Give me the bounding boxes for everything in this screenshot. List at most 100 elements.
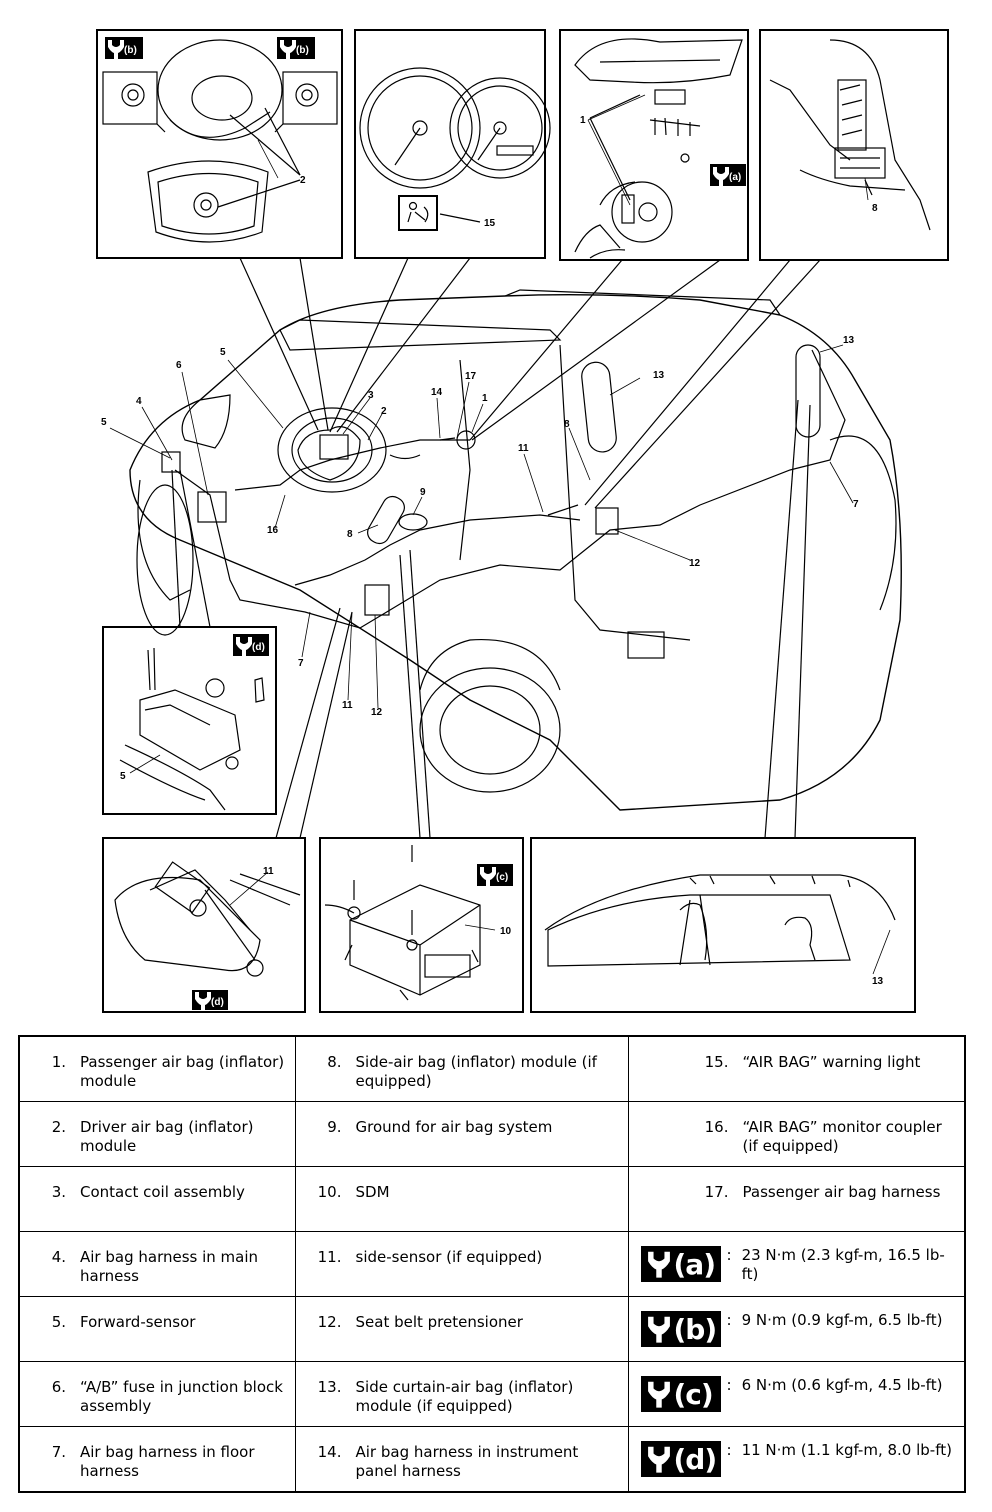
wrench-icon [647, 1381, 670, 1408]
legend-item-label: Passenger air bag harness [742, 1183, 941, 1201]
legend-item: 1.Passenger air bag (inflator) module [18, 1035, 296, 1102]
torque-value: 9 N·m (0.9 kgf-m, 6.5 lb-ft) [741, 1311, 943, 1329]
parts-legend-table: 1.Passenger air bag (inflator) module 8. S… [18, 1035, 966, 1493]
legend-item-label: Driver air bag (inflator) module [80, 1118, 254, 1155]
legend-item-label: Side-air bag (inflator) module (if equip… [355, 1053, 597, 1090]
legend-item: 11.side-sensor (if equipped) [294, 1231, 629, 1297]
callout-8-inset: 8 [872, 203, 878, 214]
torque-wrench-badge: (d) [640, 1441, 721, 1477]
torque-badge-b-right: (b) [277, 37, 315, 59]
torque-tag-label: (d) [673, 1442, 718, 1476]
side-curtain-airbag-right [795, 344, 821, 438]
callout-11-lower: 11 [342, 700, 353, 711]
callout-12: 12 [689, 558, 701, 569]
curtain-airbag-inset [530, 837, 916, 1013]
callout-12-lower: 12 [371, 707, 383, 718]
legend-item: 4.Air bag harness in main harness [18, 1231, 296, 1297]
callout-17: 17 [465, 371, 477, 382]
legend-item: 17. Passenger air bag harness [627, 1166, 966, 1232]
floor-harness [174, 349, 846, 629]
legend-item: 16. “AIR BAG” monitor coupler (if equippe… [627, 1101, 966, 1167]
side-curtain-airbag-left [581, 361, 617, 453]
legend-item-number: 9. [327, 1118, 342, 1136]
instrument-cluster-inset [354, 29, 546, 259]
callout-8: 8 [564, 419, 570, 430]
legend-item-number: 6. [51, 1378, 66, 1396]
torque-spec-cell: (d):11 N·m (1.1 kgf-m, 8.0 lb-ft) [627, 1426, 966, 1493]
callout-7: 7 [298, 658, 304, 669]
torque-badge-c: (c) [477, 864, 513, 886]
callout-9: 9 [420, 487, 426, 498]
callout-6: 6 [176, 360, 182, 371]
legend-item-number: 5. [51, 1313, 66, 1331]
legend-item: 12.Seat belt pretensioner [294, 1296, 629, 1362]
torque-spec-cell: (b):9 N·m (0.9 kgf-m, 6.5 lb-ft) [627, 1296, 966, 1362]
legend-item-label: “AIR BAG” monitor coupler (if equipped) [742, 1118, 942, 1155]
forward-sensor-inset [102, 626, 277, 815]
svg-text:(b): (b) [296, 45, 309, 56]
legend-item-number: 7. [51, 1443, 66, 1461]
side-sensor-detail-inset [102, 837, 306, 1013]
colon: : [726, 1311, 732, 1329]
legend-item-number: 16. [704, 1118, 729, 1136]
torque-wrench-badge: (a) [640, 1246, 721, 1282]
legend-item-label: Passenger air bag (inflator) module [80, 1053, 285, 1090]
legend-item-label: Air bag harness in floor harness [80, 1443, 255, 1480]
callout-3: 3 [368, 390, 374, 401]
svg-text:(d): (d) [211, 997, 224, 1008]
torque-value: 23 N·m (2.3 kgf-m, 16.5 lb-ft) [741, 1246, 945, 1283]
svg-text:(a): (a) [729, 172, 741, 183]
legend-item-label: Forward-sensor [80, 1313, 196, 1331]
callout-5-inset: 5 [120, 771, 126, 782]
torque-badge-b-left: (b) [105, 37, 143, 59]
legend-row: 3.Contact coil assembly 10. SDM 17. Passenge… [18, 1166, 966, 1232]
legend-item: 3.Contact coil assembly [18, 1166, 296, 1232]
callout-10: 10 [500, 926, 512, 937]
colon: : [726, 1441, 732, 1459]
legend-item-number: 4. [51, 1248, 66, 1266]
legend-item-label: Side curtain-air bag (inflator) module (… [355, 1378, 574, 1415]
legend-item-number: 13. [317, 1378, 342, 1396]
legend-item: 8. Side-air bag (inflator) module (if equ… [294, 1035, 629, 1102]
legend-item: 10. SDM [294, 1166, 629, 1232]
airbag-system-diagram: (b) (b) (a) (d) (d) (c) 2 15 1 8 5 6 4 5… [96, 29, 949, 1013]
callout-2: 2 [381, 406, 387, 417]
torque-badge-d-top: (d) [233, 634, 269, 656]
callout-7-right: 7 [853, 499, 859, 510]
torque-wrench-badge: (b) [640, 1311, 721, 1347]
legend-item: 9.Ground for air bag system [294, 1101, 629, 1167]
legend-item: 15.“AIR BAG” warning light [627, 1035, 966, 1102]
callout-1-inset: 1 [580, 115, 586, 126]
svg-text:(d): (d) [252, 642, 265, 653]
side-sensor-seat-inset [759, 29, 949, 261]
callout-2-inset: 2 [300, 175, 306, 186]
callout-5-left: 5 [101, 417, 107, 428]
callout-4: 4 [136, 396, 142, 407]
legend-item-label: “A/B” fuse in junction block assembly [80, 1378, 283, 1415]
legend-item-number: 17. [704, 1183, 729, 1201]
torque-tag-label: (a) [673, 1247, 716, 1281]
legend-row: 2. Driver air bag (inflator) module 9.Grou… [18, 1101, 966, 1167]
callout-15: 15 [484, 218, 496, 229]
torque-tag-label: (b) [673, 1312, 718, 1346]
legend-item: 6. “A/B” fuse in junction block assembly [18, 1361, 296, 1427]
legend-item-label: SDM [355, 1183, 390, 1201]
legend-item-label: side-sensor (if equipped) [355, 1248, 543, 1266]
legend-item: 2. Driver air bag (inflator) module [18, 1101, 296, 1167]
legend-item-number: 8. [327, 1053, 342, 1071]
torque-spec-cell: (a):23 N·m (2.3 kgf-m, 16.5 lb-ft) [627, 1231, 966, 1297]
legend-item: 5. Forward-sensor [18, 1296, 296, 1362]
callout-13-right: 13 [843, 335, 855, 346]
legend-item-number: 2. [51, 1118, 66, 1136]
svg-text:(c): (c) [496, 872, 508, 883]
callout-11: 11 [518, 443, 529, 454]
legend-item-number: 10. [317, 1183, 342, 1201]
wrench-icon [647, 1316, 670, 1343]
callout-13-inset: 13 [872, 976, 884, 987]
passenger-airbag-inset [559, 29, 749, 261]
callout-13-left: 13 [653, 370, 665, 381]
legend-row: 5. Forward-sensor 12.Seat belt pretensione… [18, 1296, 966, 1362]
wrench-icon [647, 1446, 670, 1473]
